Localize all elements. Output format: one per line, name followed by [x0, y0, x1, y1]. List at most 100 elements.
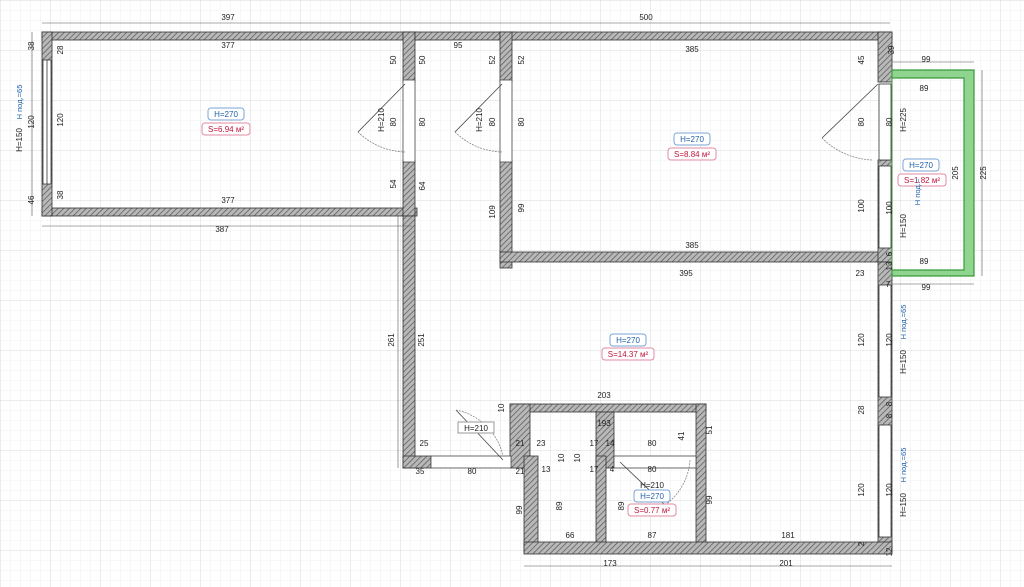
dim-hall-r-c: 120: [857, 333, 866, 347]
dim-hall-top: 395: [679, 269, 693, 278]
dim-r1-left-bottom: 38: [56, 190, 65, 199]
dim-bal-d: 89: [920, 257, 929, 266]
dim-top-right: 500: [639, 13, 653, 22]
dim-r1-left-mid: 120: [56, 113, 65, 127]
door-tags: H=210 H=210 H=210 H=210: [377, 108, 664, 490]
dim-wc-b: 89: [617, 501, 626, 510]
dim-cab-side: 10: [497, 403, 506, 412]
w1-height: H=150: [15, 128, 24, 152]
window-hall-1: [878, 284, 892, 398]
w2-height: H=225: [899, 108, 908, 132]
bath-height: H=270: [640, 492, 664, 501]
wall-wc1-left-b: [523, 455, 539, 553]
dim-bal-c: 89: [920, 84, 929, 93]
wall-r1-top: [41, 31, 418, 41]
window-tags: H=150 Н под.=65 H=225 H=150 Н под.=65 H=…: [15, 85, 922, 517]
w5-height: H=150: [899, 214, 908, 238]
room2-height: H=270: [680, 135, 704, 144]
dim-hall-left: 251: [417, 333, 426, 347]
window-r2: [878, 83, 892, 161]
dim-r2-left-c: 99: [517, 203, 526, 212]
w5-sill: Н под.=: [913, 178, 922, 205]
balcony-height: H=270: [909, 161, 933, 170]
door-r2-frame: [499, 79, 513, 163]
window-hall-2: [878, 424, 892, 538]
dim-d-a: 25: [420, 439, 429, 448]
dim-corr-b: 80: [418, 117, 427, 126]
dim-w-c: 17: [590, 439, 599, 448]
dim-wc-c: 66: [566, 531, 575, 540]
dim-r1-top: 377: [221, 41, 235, 50]
dim-cab-top: 203: [597, 391, 611, 400]
door4-height: H=210: [640, 481, 664, 490]
dim-bottom-a: 173: [603, 559, 617, 568]
door1-height: H=210: [377, 108, 386, 132]
dim-bal-e: 205: [951, 166, 960, 180]
balcony: [891, 69, 975, 277]
dim-r2-right-b: 80: [857, 117, 866, 126]
door-bath-frame: [613, 455, 697, 469]
dim-left-long: 261: [387, 333, 396, 347]
dim-w-i: 41: [677, 431, 686, 440]
dim-hr-a: 120: [885, 333, 894, 347]
wall-r1-right-b: [402, 159, 416, 217]
dim-w-f: 4: [610, 465, 615, 474]
outer-dims: 397 500 38 120 46 387 261 39 173 201 12 …: [27, 13, 988, 568]
dim-r2-left-a: 52: [488, 55, 497, 64]
dim-hall-r-b: 7: [886, 280, 891, 289]
wall-bottom: [523, 541, 893, 555]
dim-r2-left-d: 109: [488, 205, 497, 219]
dim-bal-g: 13: [885, 261, 894, 270]
dim-left-top: 38: [27, 41, 36, 50]
dim-r2-left-b: 80: [488, 117, 497, 126]
dim-right-bottom: 12: [885, 547, 894, 556]
dim-d-c: 80: [468, 467, 477, 476]
dim-hall-r-a: 23: [856, 269, 865, 278]
dim-top-left: 397: [221, 13, 235, 22]
door-hall-frame: [430, 455, 512, 469]
dim-cab-right: 51: [705, 425, 714, 434]
w4-sill: Н под.=65: [899, 448, 908, 483]
dim-r2-left-b2: 80: [517, 117, 526, 126]
windows: [42, 59, 892, 538]
dim-balcony-bottom: 99: [922, 283, 931, 292]
wall-r2-bottom: [499, 251, 893, 263]
room1-height: H=270: [214, 110, 238, 119]
dim-d-e: 21: [516, 467, 525, 476]
w3-sill: Н под.=65: [899, 305, 908, 340]
dim-r1-bottom: 377: [221, 196, 235, 205]
dim-w-h: 80: [648, 465, 657, 474]
window-bal-door: [878, 165, 892, 249]
dim-left-mid: 120: [27, 115, 36, 129]
room2-area: S=8.84 м²: [674, 150, 710, 159]
dim-r1-right-a: 50: [389, 55, 398, 64]
dim-hall-bottom: 181: [781, 531, 795, 540]
dim-wc-d: 87: [648, 531, 657, 540]
dim-r1-left-top: 28: [56, 45, 65, 54]
wall-r2-right-a: [877, 31, 893, 83]
dim-r2-right-a: 45: [857, 55, 866, 64]
dim-corr-c: 64: [418, 181, 427, 190]
door2-height: H=210: [475, 108, 484, 132]
dim-bal-b: 100: [885, 201, 894, 215]
dim-wc-f: 99: [705, 495, 714, 504]
dim-d-g: 13: [542, 465, 551, 474]
w3-height: H=150: [899, 350, 908, 374]
w4-height: H=150: [899, 493, 908, 517]
dim-hall-r-f: 2: [857, 541, 866, 546]
dim-corr-a: 50: [418, 55, 427, 64]
dim-r1-right-c: 54: [389, 179, 398, 188]
dim-hall-r-e: 120: [857, 483, 866, 497]
dim-hall-r-d: 28: [857, 405, 866, 414]
dim-hr-b: 8: [885, 401, 894, 406]
dim-d-b: 35: [416, 467, 425, 476]
wall-wc1-left: [509, 403, 531, 469]
dim-d-f: 23: [537, 439, 546, 448]
dim-cab-inner: 193: [597, 419, 611, 428]
dim-balcony-top: 99: [922, 55, 931, 64]
dim-r2-left-a2: 52: [517, 55, 526, 64]
inner-dims: 377 377 28 120 38 50 80 54 50 80 64 95 3…: [56, 41, 960, 546]
dim-d-d: 21: [516, 439, 525, 448]
room1-area: S=6.94 м²: [208, 125, 244, 134]
